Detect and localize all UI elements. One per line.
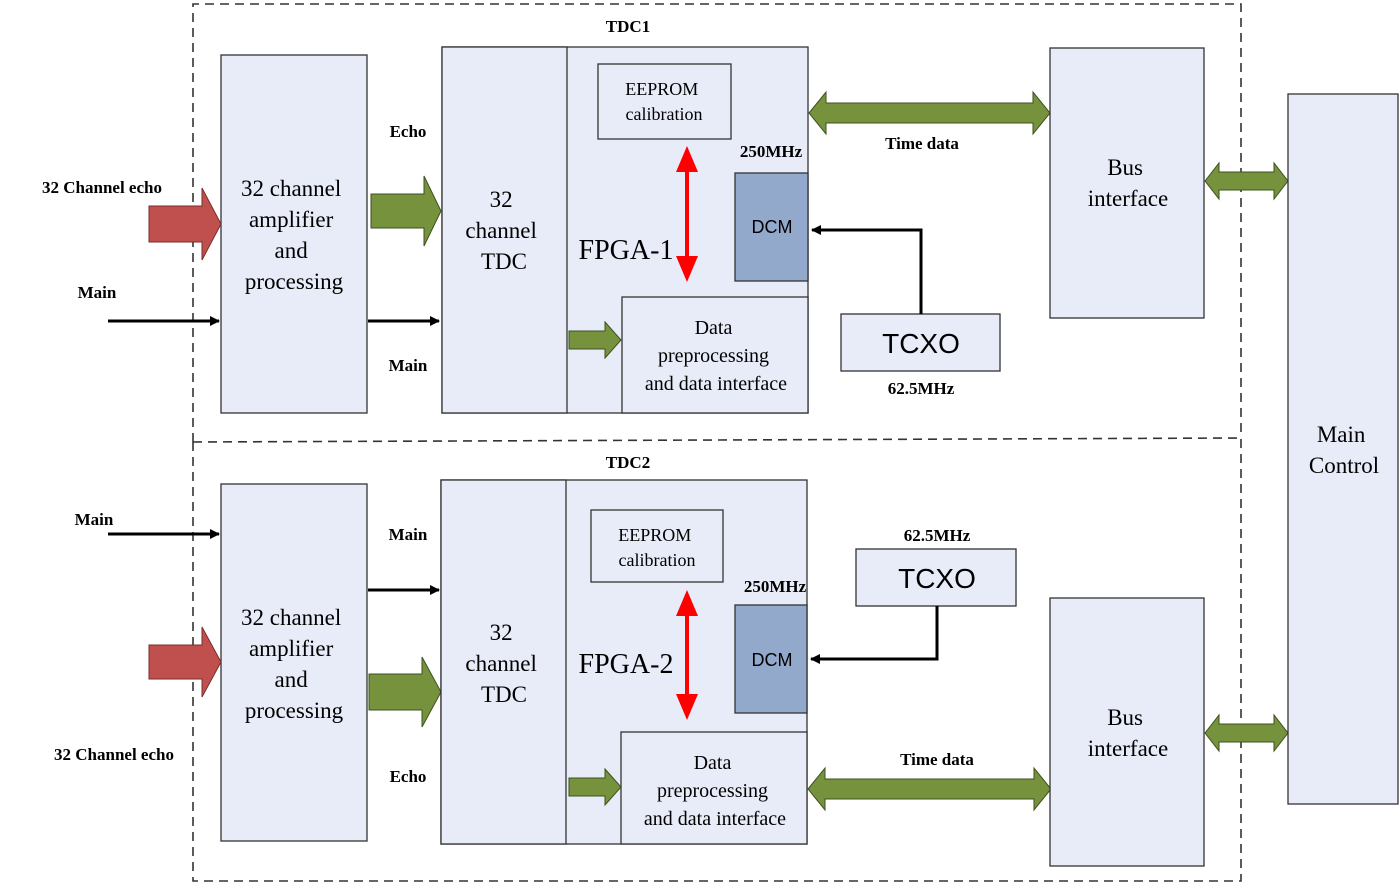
tdc2-freq-62-5: 62.5MHz (904, 526, 971, 545)
tdc1-eeprom-label: EEPROM calibration (625, 79, 703, 124)
tdc2-bus-to-main-control-arrow (1204, 713, 1289, 753)
tdc2-clock-arrow (810, 606, 939, 664)
tdc1-bus-interface-label: Bus interface (1088, 155, 1168, 211)
tdc2-fpga-label: FPGA-2 (579, 649, 674, 680)
tdc1-bus-to-main-control-arrow (1204, 161, 1289, 201)
tdc2-main-input-label: Main (75, 510, 114, 529)
tdc1-tcxo-label: TCXO (882, 328, 960, 359)
tdc2-bus-interface-box (1049, 597, 1205, 867)
tdc2-data-preprocessing-label: Data preprocessing and data interface (644, 752, 786, 830)
tdc2-time-data-label: Time data (900, 750, 974, 769)
tdc1-echo-input-label: 32 Channel echo (42, 178, 162, 197)
tdc2-tcxo-box (855, 548, 1017, 607)
tdc2-title: TDC2 (606, 453, 650, 472)
tdc2-tdc-box (440, 479, 567, 845)
main-control-label: Main Control (1309, 422, 1379, 478)
tdc1-tdc-label: 32 channel TDC (465, 187, 542, 274)
tdc1-title: TDC1 (606, 17, 650, 36)
tdc1-amplifier-box (220, 54, 368, 414)
group-divider (192, 437, 1242, 443)
tdc1-main-input-label: Main (78, 283, 117, 302)
tdc1-tdc-box (441, 46, 568, 414)
tdc1-echo-label: Echo (390, 122, 427, 141)
main-control-box (1287, 93, 1399, 805)
tdc1-freq-250: 250MHz (740, 142, 803, 161)
tdc2-eeprom-box (590, 509, 724, 583)
tdc1-dcm-box (734, 172, 809, 282)
tdc1-calibration-arrow (676, 146, 698, 282)
tdc2-tdc-to-data-arrow (568, 767, 622, 807)
tdc2-freq-250: 250MHz (744, 577, 807, 596)
tdc1-bus-interface-box (1049, 47, 1205, 319)
tdc1-amplifier-label: 32 channel amplifier and processing (241, 176, 347, 294)
tdc1-clock-arrow (811, 225, 923, 314)
tdc2-bus-interface-label: Bus interface (1088, 705, 1168, 761)
tdc2-echo-label: Echo (390, 767, 427, 786)
tdc1-echo-input-arrow (148, 187, 222, 261)
tdc2-amplifier-label: 32 channel amplifier and processing (241, 605, 347, 723)
tdc2-amplifier-box (220, 483, 368, 842)
tdc1-time-data-label: Time data (885, 134, 959, 153)
tdc1-freq-62-5: 62.5MHz (888, 379, 955, 398)
tdc1-dcm-label: DCM (752, 217, 793, 237)
tdc2-tdc-label: 32 channel TDC (465, 620, 542, 707)
tdc1-eeprom-box (597, 63, 732, 140)
tdc2-main-label: Main (389, 525, 428, 544)
tdc2-data-preprocessing-box (620, 731, 808, 845)
tdc2-calibration-arrow (676, 590, 698, 720)
tdc1-data-preprocessing-box (621, 296, 809, 414)
tdc2-group-border (192, 438, 1242, 882)
tdc2-echo-input-label: 32 Channel echo (54, 745, 174, 764)
tdc2-tcxo-label: TCXO (898, 563, 976, 594)
tdc1-main-label: Main (389, 356, 428, 375)
tdc1-data-preprocessing-label: Data preprocessing and data interface (645, 317, 787, 395)
tdc2-time-data-arrow (807, 766, 1052, 812)
tdc1-fpga-label: FPGA-1 (579, 235, 674, 266)
tdc1-tcxo-box (840, 313, 1001, 372)
tdc1-tdc-to-data-arrow (568, 320, 622, 360)
tdc2-eeprom-label: EEPROM calibration (618, 525, 696, 570)
tdc2-echo-arrow (368, 656, 442, 728)
tdc1-time-data-arrow (808, 90, 1051, 136)
tdc2-echo-input-arrow (148, 626, 222, 698)
tdc1-echo-arrow (370, 175, 442, 247)
tdc2-dcm-box (734, 604, 808, 714)
tdc2-dcm-label: DCM (752, 650, 793, 670)
